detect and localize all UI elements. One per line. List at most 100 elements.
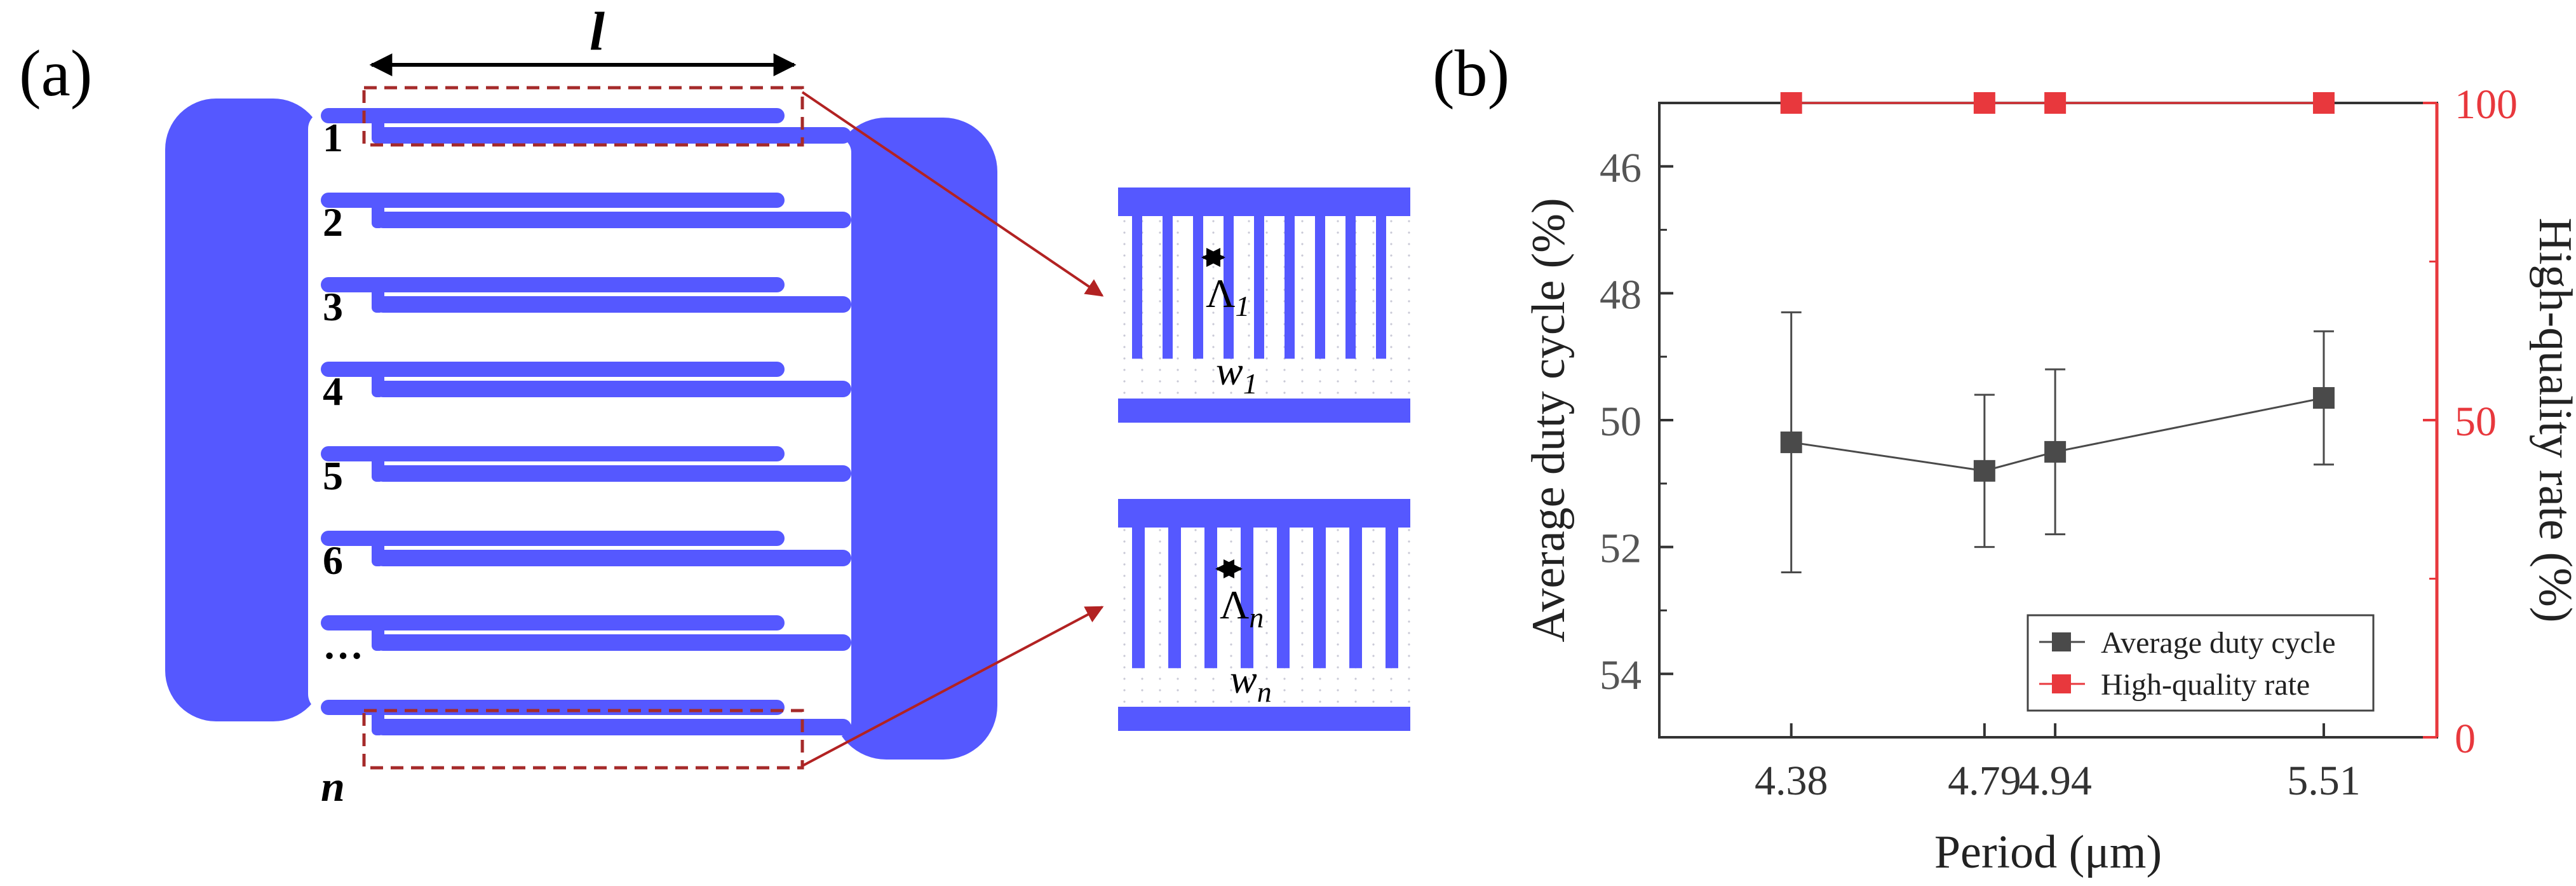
x-axis-label: Period (μm): [1934, 826, 2162, 878]
y-left-axis-label: Average duty cycle (%): [1523, 198, 1575, 642]
electrode-arm-right: [375, 127, 851, 144]
grating-fingers-end: [756, 437, 781, 446]
grating-finger: [1132, 524, 1145, 669]
x-tick-label: 5.51: [2287, 758, 2361, 804]
zoom-view-top: Λ1 w1: [1118, 187, 1410, 423]
row-label-3: 3: [323, 284, 343, 329]
electrode-arm-right: [375, 634, 851, 651]
duty-cycle-point: [2312, 387, 2335, 409]
grating-fingers-end: [756, 522, 781, 531]
grating-finger: [1254, 213, 1264, 359]
electrode-arm-right: [375, 719, 851, 735]
electrode-arm-right: [375, 212, 851, 228]
zoom-arrow-top: [801, 91, 1104, 297]
electrode-arm-left: [321, 615, 785, 630]
grating-fingers: [426, 268, 572, 277]
electrode-stub: [372, 700, 384, 735]
electrode-arm-right: [375, 465, 851, 482]
period-label: Λn: [1220, 582, 1264, 634]
grating-finger: [1163, 213, 1173, 359]
grating-finger: [1285, 213, 1295, 359]
panel-b: (b) 46 48 50 52 54 0 50 100 4.38 4.794.94 5.51Peri…: [1433, 37, 2576, 878]
electrode-stub: [372, 277, 384, 313]
row-label-1: 1: [323, 115, 343, 160]
electrode-arm-left: [321, 700, 785, 715]
high-quality-point: [2044, 92, 2067, 114]
zoom-view-bottom: Λn wn: [1118, 499, 1410, 731]
grating-fingers-end: [756, 268, 781, 277]
series-duty-cycle-line: [1791, 397, 2324, 472]
electrode-arm-right: [375, 381, 851, 397]
grating-finger: [1349, 524, 1362, 669]
zoom-box-bottom: [362, 709, 804, 770]
grating-finger: [1224, 213, 1234, 359]
electrode-stub: [372, 615, 384, 651]
electrode-stub: [372, 531, 384, 566]
electrode-arm-left: [321, 446, 785, 461]
x-tick-label: 4.79: [1948, 758, 2021, 804]
grating-finger: [1386, 524, 1398, 669]
legend-marker: [2052, 632, 2071, 651]
grating-finger: [1315, 213, 1325, 359]
electrode-arm-left: [321, 362, 785, 377]
period-label: Λ1: [1206, 271, 1250, 322]
y-right-tick-label: 0: [2455, 716, 2476, 762]
grating-fingers: [426, 184, 572, 193]
zoom-box-top: [362, 86, 804, 147]
row-label-7: …: [323, 622, 363, 667]
top-electrode-bar: [1118, 499, 1410, 528]
electrode-stub: [372, 446, 384, 482]
duty-cycle-point: [1973, 460, 1995, 482]
left-electrode-pad: [165, 99, 324, 721]
bottom-electrode-bar: [1118, 707, 1410, 731]
electrode-arm-left: [321, 108, 785, 123]
device-body: [165, 99, 997, 760]
panel-b-label: (b): [1433, 37, 1509, 110]
y-right-axis-label: High-quality rate (%): [2529, 218, 2576, 623]
panel-a-label: (a): [19, 37, 92, 110]
grating-finger: [1277, 524, 1290, 669]
grating-finger: [1132, 213, 1142, 359]
y-left-tick-label: 48: [1600, 271, 1642, 318]
grating-fingers: [426, 691, 572, 700]
zoom-arrow-bottom: [802, 606, 1104, 767]
x-tick-label: 4.38: [1755, 758, 1828, 804]
y-left-tick-label: 54: [1600, 652, 1642, 699]
electrode-arm-right: [375, 550, 851, 566]
width-label: wn: [1230, 657, 1272, 708]
y-left-tick-label: 46: [1600, 145, 1642, 191]
grating-fingers: [426, 522, 572, 531]
legend-marker: [2052, 674, 2071, 693]
grating-finger: [1345, 213, 1356, 359]
grating-fingers: [426, 606, 572, 615]
length-label: l: [590, 1, 605, 62]
legend-label: Average duty cycle: [2101, 626, 2336, 660]
electrode-stub: [372, 362, 384, 397]
electrode-arm-left: [321, 277, 785, 292]
width-label: w1: [1216, 348, 1258, 400]
y-left-tick-label: 50: [1600, 399, 1642, 445]
y-right-tick-label: 100: [2455, 81, 2518, 128]
electrode-arm-left: [321, 193, 785, 208]
right-electrode-pad: [832, 118, 997, 760]
high-quality-point: [1780, 92, 1802, 114]
grating-fingers: [426, 353, 572, 362]
high-quality-point: [1973, 92, 1995, 114]
top-electrode-bar: [1118, 187, 1410, 216]
x-tick-label: 4.94: [2018, 758, 2092, 804]
y-right-tick-label: 50: [2455, 399, 2497, 445]
electrode-stub: [372, 108, 384, 144]
grating-fingers: [426, 99, 572, 108]
legend-label: High-quality rate: [2101, 668, 2310, 702]
electrode-arm-right: [375, 296, 851, 313]
high-quality-point: [2312, 92, 2335, 114]
grating-fingers-end: [756, 606, 781, 615]
electrode-arm-left: [321, 531, 785, 546]
row-label-6: 6: [323, 538, 343, 583]
grating-finger: [1241, 524, 1253, 669]
y-left-tick-label: 52: [1600, 526, 1642, 572]
bottom-electrode-bar: [1118, 399, 1410, 423]
